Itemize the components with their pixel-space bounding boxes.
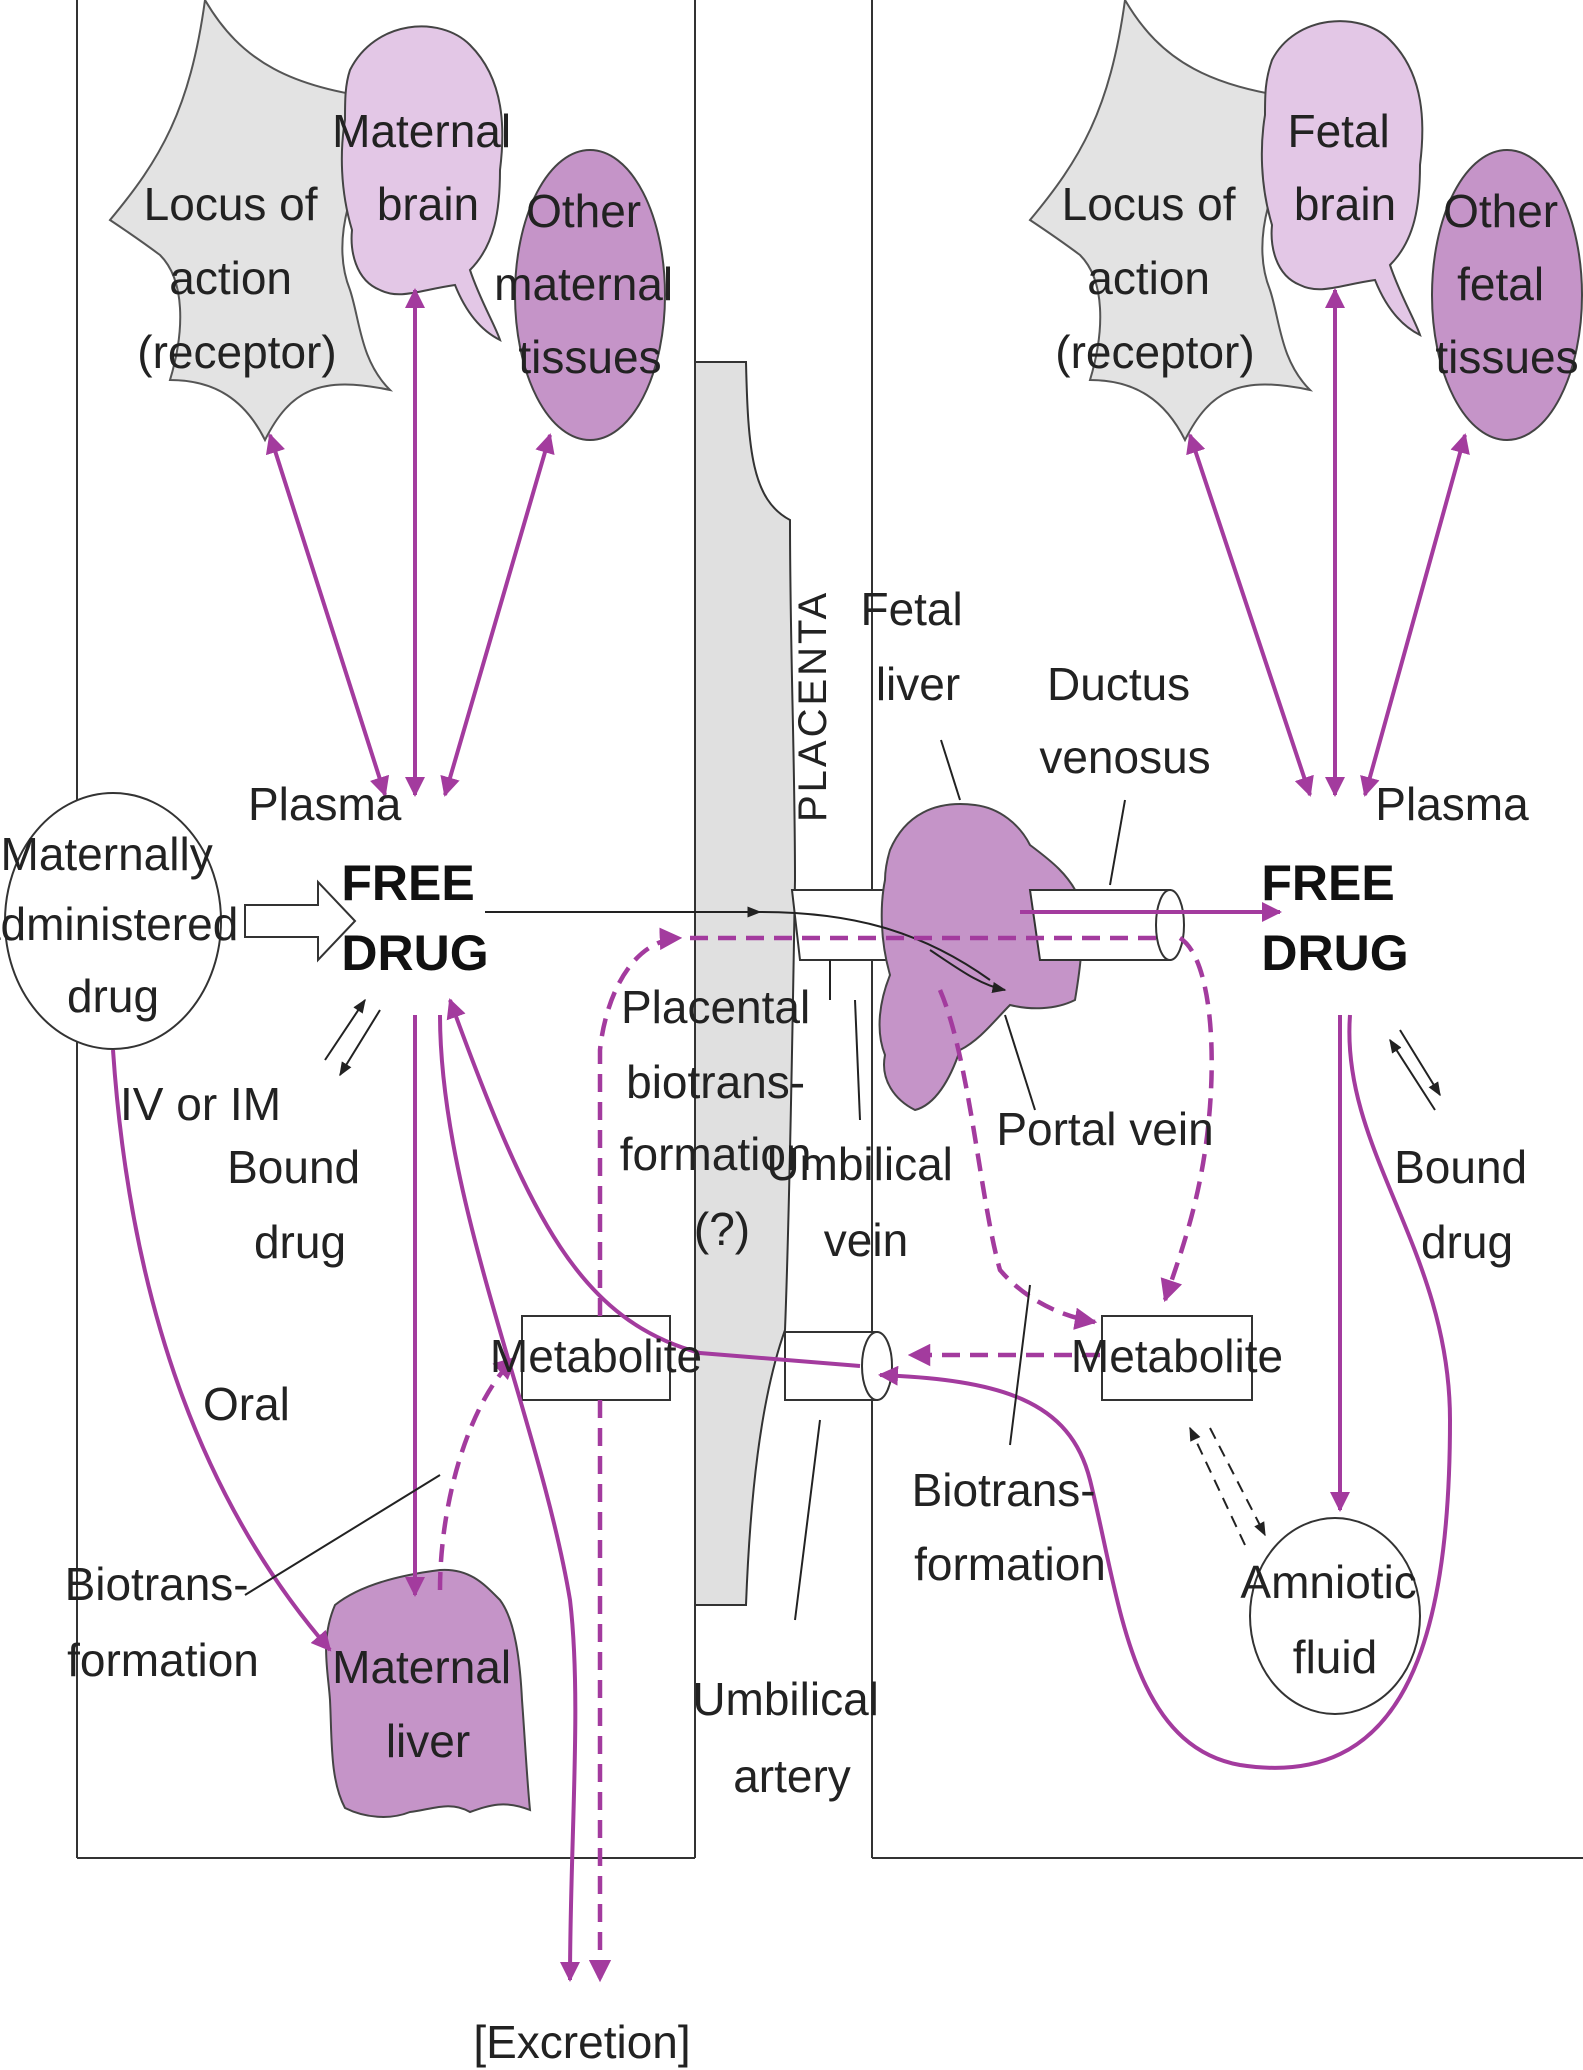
ductus-venosus-label: Ductus venosus — [1039, 658, 1210, 783]
fetal-brain-shape — [1260, 20, 1424, 337]
fetal-liver-shape — [878, 803, 1084, 1112]
fetal-plasma-label: Plasma — [1375, 778, 1529, 830]
fetal-arrows — [690, 288, 1470, 1770]
oral-label: Oral — [203, 1378, 290, 1430]
other-fetal-tissues-label: Other fetal tissues — [1435, 185, 1578, 383]
maternal-arrows — [111, 288, 861, 1983]
placental-biotransformation-label: Placental biotrans- formation (?) — [620, 981, 825, 1255]
maternal-brain-shape — [340, 25, 504, 342]
maternal-plasma-label: Plasma — [248, 778, 402, 830]
ductus-venosus-opening — [1155, 889, 1185, 961]
fetal-locus-label: Locus of action (receptor) — [1055, 178, 1254, 378]
maternal-free-drug-label: FREE DRUG — [341, 855, 488, 981]
maternally-administered-drug-label: Maternally administered drug — [0, 828, 251, 1022]
maternal-locus-receptor-shape — [108, 0, 397, 443]
maternal-bound-drug-label: Bound drug — [227, 1141, 373, 1268]
umbilical-vein-label: Umbilical vein — [766, 1138, 965, 1266]
fetal-bound-drug-label: Bound drug — [1394, 1141, 1540, 1268]
maternal-metabolite-label: Metabolite — [490, 1330, 702, 1382]
iv-im-label: IV or IM — [120, 1078, 281, 1130]
other-maternal-tissues-shape — [514, 149, 666, 441]
maternal-biotransformation-label: Biotrans- formation — [65, 1558, 262, 1686]
fetal-metabolite-box — [1101, 1315, 1253, 1401]
fetal-biotransformation-label: Biotrans- formation — [912, 1464, 1109, 1590]
fetal-liver-label: Fetal liver — [860, 583, 975, 710]
fetal-free-drug-label: FREE DRUG — [1261, 855, 1408, 981]
fetal-brain-label: Fetal brain — [1287, 105, 1402, 230]
placenta-title: PLACENTA — [791, 590, 835, 822]
umbilical-artery-opening — [861, 1331, 893, 1401]
fetal-metabolite-label: Metabolite — [1071, 1330, 1283, 1382]
umbilical-artery-label: Umbilical artery — [692, 1673, 891, 1802]
excretion-label: [Excretion] — [473, 2016, 690, 2068]
maternally-administered-drug-shape — [4, 792, 222, 1050]
amniotic-fluid-label: Amniotic fluid — [1240, 1556, 1429, 1683]
other-maternal-tissues-label: Other maternal tissues — [494, 185, 686, 383]
ductus-venosus-vessel — [1028, 889, 1171, 961]
placenta-shape — [694, 361, 797, 1606]
maternal-locus-label: Locus of action (receptor) — [137, 178, 336, 378]
maternal-brain-label: Maternal brain — [332, 105, 524, 230]
maternal-liver-label: Maternal liver — [332, 1641, 524, 1767]
amniotic-fluid-shape — [1249, 1517, 1421, 1715]
fetal-locus-receptor-shape — [1028, 0, 1317, 443]
portal-vein-label: Portal vein — [996, 1103, 1213, 1155]
maternal-to-free-drug-arrow — [244, 879, 357, 963]
other-fetal-tissues-shape — [1431, 149, 1583, 441]
maternal-liver-shape — [325, 1568, 532, 1818]
